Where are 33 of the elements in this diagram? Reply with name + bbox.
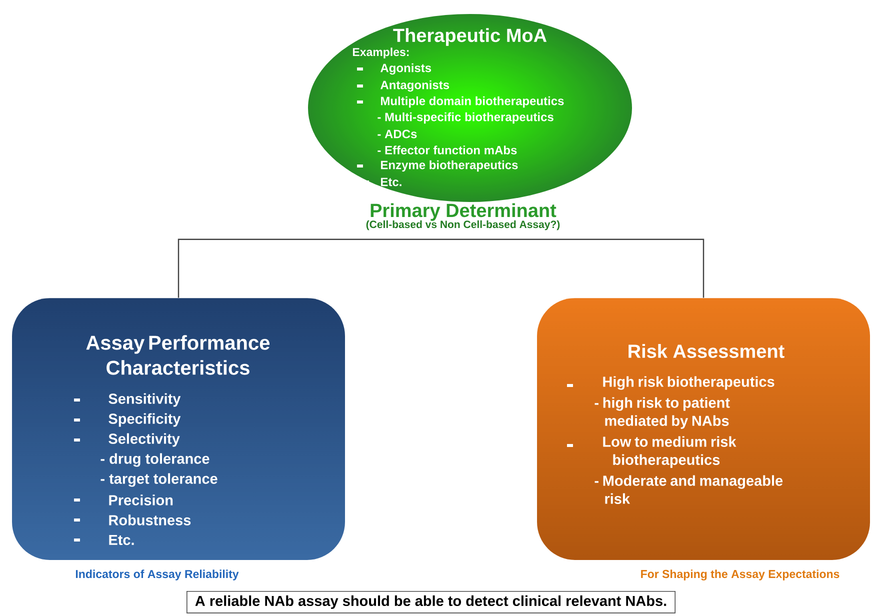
caption-text: For Shaping the Assay Expectations xyxy=(641,570,840,580)
node-label: Etc. xyxy=(381,178,402,186)
node-label: Examples: xyxy=(352,48,409,58)
node-label: - Effector function mAbs xyxy=(378,146,517,154)
node-label: Assay Performance Characteristics xyxy=(86,335,270,375)
node-label: Therapeutic MoA xyxy=(393,28,547,46)
node-label: Precision xyxy=(109,494,173,506)
node-label: Low to medium risk biotherapeutics xyxy=(603,436,736,468)
node-label: Etc. xyxy=(109,534,134,546)
node-label: Agonists xyxy=(380,63,432,75)
node-label: Selectivity xyxy=(108,433,180,447)
node-label: - high risk to patient mediated by NAbs xyxy=(594,397,730,429)
node-label: - target tolerance xyxy=(100,473,218,487)
heading-text: Primary Determinant (Cell-based vs Non Cell-based Assay?) xyxy=(366,203,560,230)
node-label: High risk biotherapeutics xyxy=(603,376,774,390)
node-label: Risk Assessment xyxy=(628,344,784,358)
node-label: - Moderate and manageable risk xyxy=(594,475,783,504)
node-label: - ADCs xyxy=(378,130,417,138)
node-label: Sensitivity xyxy=(108,393,181,407)
connector-line xyxy=(463,238,704,298)
note-box: A reliable NAb assay should be able to detect clinical relevant NAbs. xyxy=(186,591,676,614)
node-label: - Multi-specific biotherapeutics xyxy=(378,112,554,124)
node-label: - drug tolerance xyxy=(100,453,210,467)
node-label: Robustness xyxy=(109,514,191,526)
node-label: Enzyme biotherapeutics xyxy=(381,160,518,172)
node-label: Specificity xyxy=(108,413,181,427)
rounded-box: Risk Assessment High risk biotherapeutics - high risk to patient mediated by NAbs Low to medium risk biotherapeutics - Moderate and manageable risk xyxy=(567,344,784,504)
caption-text: Indicators of Assay Reliability xyxy=(76,570,239,580)
ellipse-node: Therapeutic MoA Examples: Agonists Antagonists Multiple domain biotherapeutics - Multi-specific biotherapeutics - ADCs - Effector function mAbs Enzyme biotherapeutics Etc. xyxy=(352,28,564,186)
node-label: Antagonists xyxy=(380,80,450,92)
rounded-box: Assay Performance Characteristics Sensitivity Specificity Selectivity - drug tolerance - target tolerance Precision Robustness Etc. xyxy=(74,335,270,546)
node-label: Multiple domain biotherapeutics xyxy=(381,96,564,108)
connector-line xyxy=(178,238,463,298)
